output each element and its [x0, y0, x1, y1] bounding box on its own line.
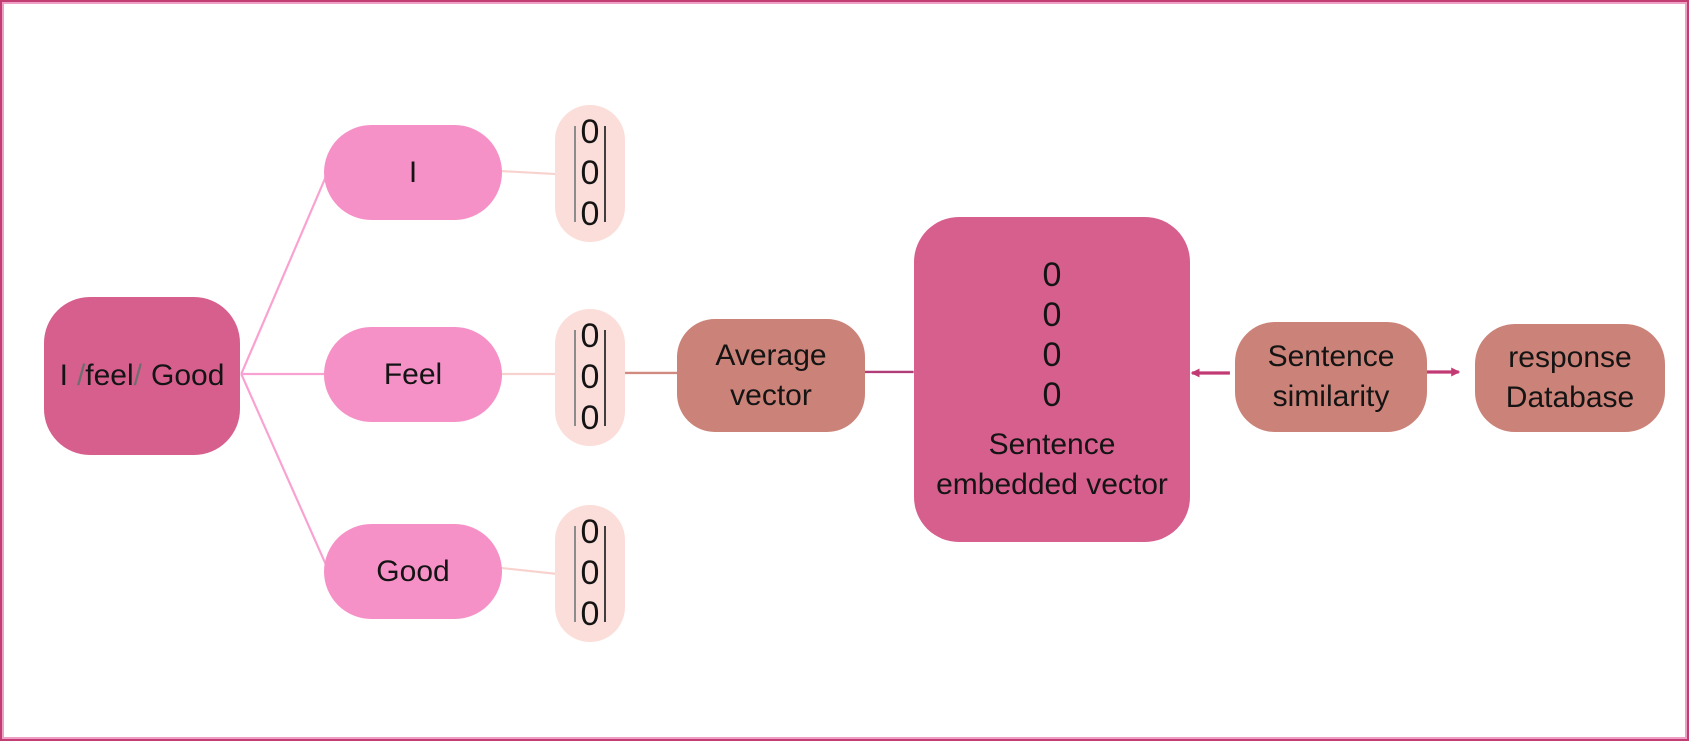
word-vector-i: 0 0 0 [555, 105, 625, 242]
sentence-embedding-node: 0 0 0 0 Sentence embedded vector [914, 217, 1190, 542]
vector-zero: 0 [580, 554, 600, 592]
token-label: Feel [383, 357, 443, 391]
response-database-label-line2: Database [1505, 381, 1635, 414]
input-sentence-node: I/feel/Good [44, 297, 240, 455]
token-label: Good [376, 554, 450, 588]
vector-values: 0 0 0 [581, 316, 600, 439]
vector-zero: 0 [1042, 335, 1062, 374]
vector-bar-left [573, 125, 576, 222]
vector-zero: 0 [580, 317, 600, 355]
average-vector-label-line1: Average [715, 338, 827, 372]
embedding-label-line2: embedded vector [936, 467, 1168, 501]
embedding-values: 0 0 0 0 [1043, 255, 1062, 415]
vector-bar-right [604, 125, 607, 222]
vector-zero: 0 [580, 595, 600, 633]
token-node-i: I [324, 125, 502, 220]
vector-bar-right [604, 329, 607, 426]
line-i-to-vector [500, 169, 557, 176]
vector-bar-left [573, 525, 576, 622]
vector-zero: 0 [580, 113, 600, 151]
embedding-label-line1: Sentence [988, 427, 1116, 461]
token-node-good: Good [324, 524, 502, 619]
word-vector-feel: 0 0 0 [555, 309, 625, 446]
response-database-node: response Database [1475, 324, 1665, 432]
average-vector-node: Average vector [677, 319, 865, 432]
vector-bar-left [573, 329, 576, 426]
vector-zero: 0 [1042, 255, 1062, 294]
vector-values: 0 0 0 [581, 512, 600, 635]
similarity-label-line2: similarity [1272, 380, 1390, 413]
vector-zero: 0 [580, 399, 600, 437]
branch-line-to-good [240, 373, 329, 570]
vector-zero: 0 [580, 154, 600, 192]
response-database-label-line1: response [1508, 341, 1632, 374]
sentence-similarity-node: Sentence similarity [1235, 322, 1427, 432]
vector-bar-right [604, 525, 607, 622]
similarity-label-line1: Sentence [1267, 340, 1395, 373]
vector-zero: 0 [580, 195, 600, 233]
token-label: I [408, 155, 418, 189]
line-good-to-vector [500, 566, 557, 575]
vector-zero: 0 [580, 513, 600, 551]
token-node-feel: Feel [324, 327, 502, 422]
input-word-i: I [59, 359, 68, 392]
vector-zero: 0 [1042, 375, 1062, 414]
vector-values: 0 0 0 [581, 112, 600, 235]
average-vector-label-line2: vector [730, 378, 812, 412]
input-word-good: Good [151, 359, 225, 392]
vector-zero: 0 [1042, 295, 1062, 334]
branch-line-to-i [240, 171, 329, 375]
word-vector-good: 0 0 0 [555, 505, 625, 642]
vector-zero: 0 [580, 358, 600, 396]
slash-delimiter: / [133, 359, 142, 392]
input-sentence-label: I/feel/Good [60, 356, 225, 396]
input-word-feel: feel [85, 359, 134, 392]
slash-delimiter: / [76, 359, 86, 392]
